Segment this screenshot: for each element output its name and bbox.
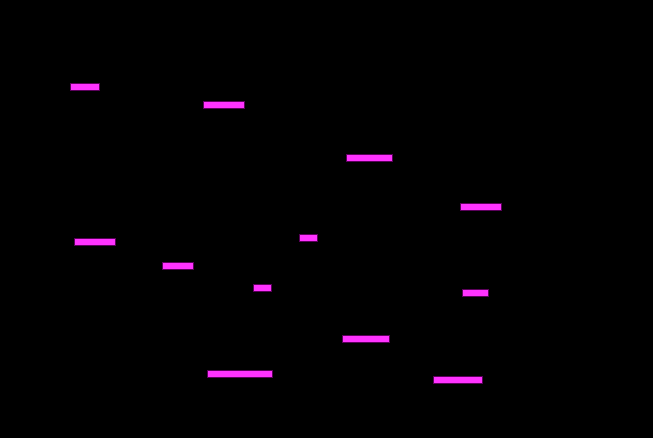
tag-9: [462, 289, 489, 297]
tag-6: [74, 238, 116, 246]
tag-3: [346, 154, 393, 162]
tag-1: [70, 83, 100, 91]
tag-2: [203, 101, 245, 109]
tag-12: [433, 376, 483, 384]
tag-8: [253, 284, 272, 292]
tag-4: [460, 203, 502, 211]
tag-11: [207, 370, 273, 378]
tag-7: [162, 262, 194, 270]
tag-5: [299, 234, 318, 242]
tag-10: [342, 335, 390, 343]
